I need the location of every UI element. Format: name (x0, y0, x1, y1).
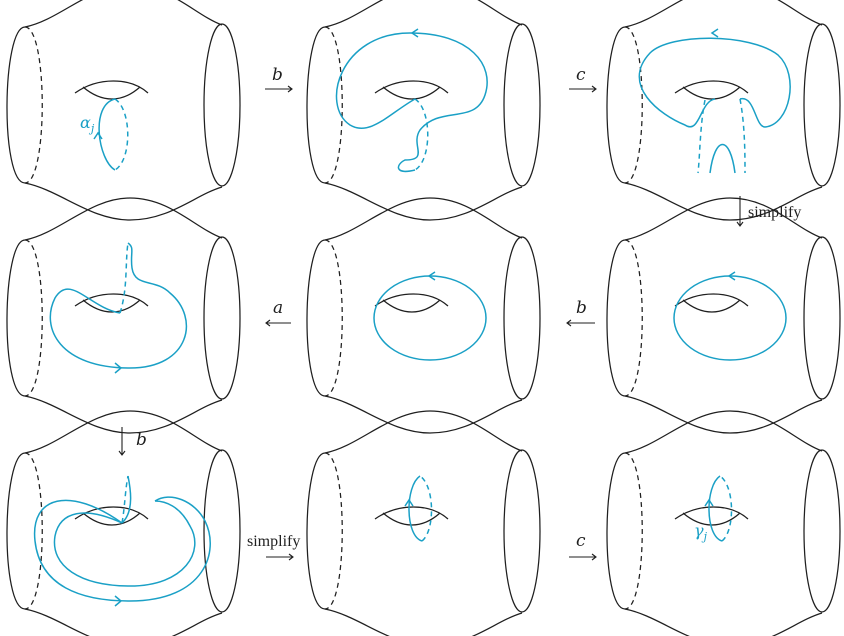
panel-4 (6, 197, 241, 434)
svg-text:a: a (273, 298, 283, 318)
arrow-c-row3: c (569, 531, 597, 561)
svg-text:b: b (136, 430, 147, 450)
svg-text:simplify: simplify (748, 204, 801, 221)
alpha-label: αj (80, 113, 95, 135)
svg-text:c: c (576, 531, 586, 551)
svg-text:c: c (576, 65, 586, 85)
arrow-a-row2: a (265, 298, 291, 327)
panel-6 (606, 197, 841, 434)
arrow-simplify-down-1: simplify (736, 196, 801, 227)
arrow-b-down-2: b (118, 427, 147, 456)
panel-7 (6, 410, 241, 636)
gamma-label: γj (694, 521, 708, 543)
svg-text:b: b (272, 65, 283, 85)
panel-8 (306, 410, 541, 636)
alpha-curve (98, 98, 116, 171)
svg-text:b: b (576, 298, 587, 318)
arrow-b-row1: b (265, 65, 293, 93)
svg-text:simplify: simplify (247, 533, 300, 550)
arrow-c-row1: c (569, 65, 597, 93)
arrow-b-row2: b (566, 298, 595, 327)
arrow-simplify-row3: simplify (247, 533, 300, 561)
panel-3 (606, 0, 841, 221)
panel-1: αj (6, 0, 241, 221)
panel-5 (306, 197, 541, 434)
panel-9: γj (606, 410, 841, 636)
panel-2 (306, 0, 541, 221)
